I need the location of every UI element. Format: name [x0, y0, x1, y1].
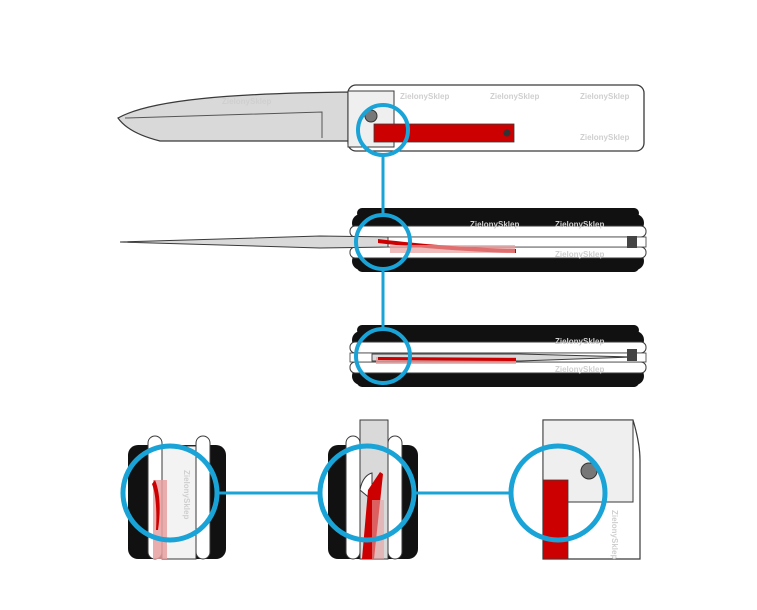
watermark: ZielonySklep: [610, 510, 619, 559]
detail-1-closed-spring: ZielonySklep: [128, 435, 226, 560]
callout-ring-icon: [354, 327, 412, 385]
closed-view-end-stop: [627, 349, 637, 361]
spring-rivet-icon: [503, 129, 511, 137]
side-view-blade-edge: [124, 111, 323, 138]
watermark: ZielonySklep: [555, 220, 604, 229]
watermark: ZielonySklep: [400, 92, 449, 101]
top-view-blade: [119, 235, 389, 249]
detail-crops: ZielonySklep ZielonySklep: [128, 419, 641, 560]
watermark: ZielonySklep: [555, 365, 604, 374]
watermark: ZielonySklep: [555, 250, 604, 259]
top-view-spring-shadow: [390, 245, 515, 253]
closed-view-spring: [378, 357, 516, 361]
side-view-spring: [373, 123, 515, 143]
callout-ring-icon: [354, 213, 412, 271]
watermark: ZielonySklep: [470, 220, 519, 229]
watermark: ZielonySklep: [580, 133, 629, 142]
callout-ring-icon: [508, 443, 608, 543]
side-view-blade: [117, 91, 356, 142]
callout-ring-icon: [120, 443, 220, 543]
top-view-end-stop: [627, 236, 637, 248]
top-view-open: ZielonySklep ZielonySklep ZielonySklep: [119, 208, 647, 272]
watermark: ZielonySklep: [580, 92, 629, 101]
side-view-open: ZielonySklep ZielonySklep ZielonySklep Z…: [117, 84, 645, 152]
detail-3-pivot: ZielonySklep: [542, 419, 641, 560]
top-view-closed: ZielonySklep ZielonySklep: [349, 325, 647, 387]
watermark: ZielonySklep: [182, 470, 191, 519]
callout-ring-icon: [317, 443, 417, 543]
callouts: [120, 103, 608, 543]
watermark: ZielonySklep: [555, 337, 604, 346]
watermark: ZielonySklep: [222, 97, 271, 106]
closed-view-spring-shadow: [376, 357, 516, 364]
watermark: ZielonySklep: [490, 92, 539, 101]
callout-ring-icon: [356, 103, 410, 157]
